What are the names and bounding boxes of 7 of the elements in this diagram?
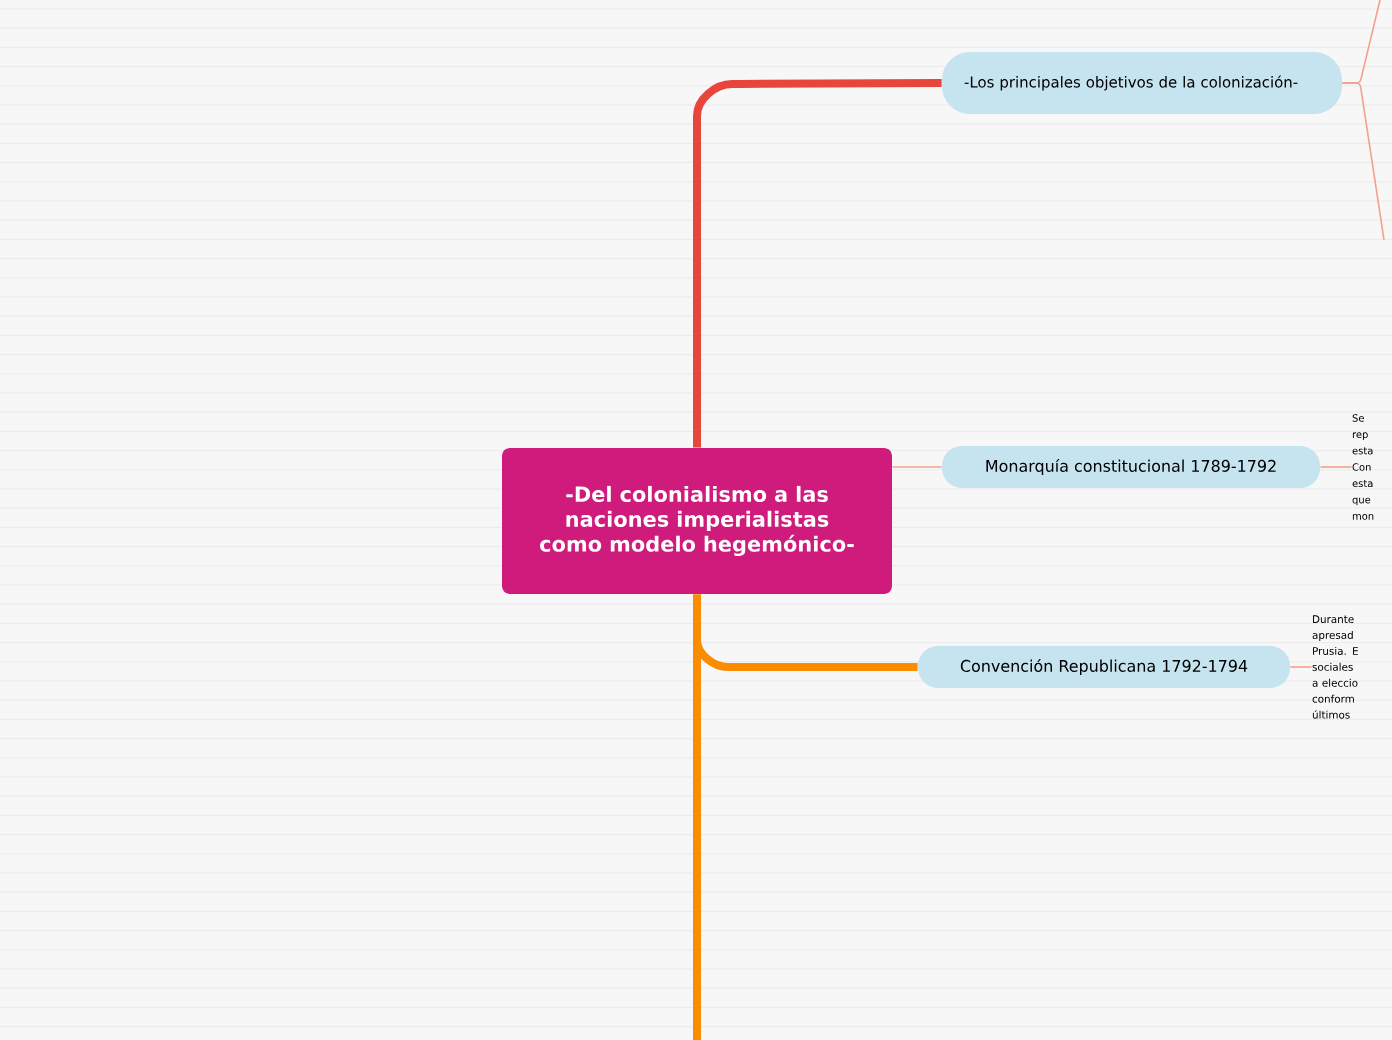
- connector-line: [693, 79, 942, 448]
- connector-line: [693, 594, 701, 1040]
- central-topic-box: -Del colonialismo a las naciones imperialistas como modelo hegemónico-: [502, 448, 892, 594]
- connector-line: [1319, 466, 1353, 468]
- connector-line: [891, 466, 943, 468]
- connector-line: [1289, 666, 1313, 668]
- connector-line: [1341, 82, 1385, 241]
